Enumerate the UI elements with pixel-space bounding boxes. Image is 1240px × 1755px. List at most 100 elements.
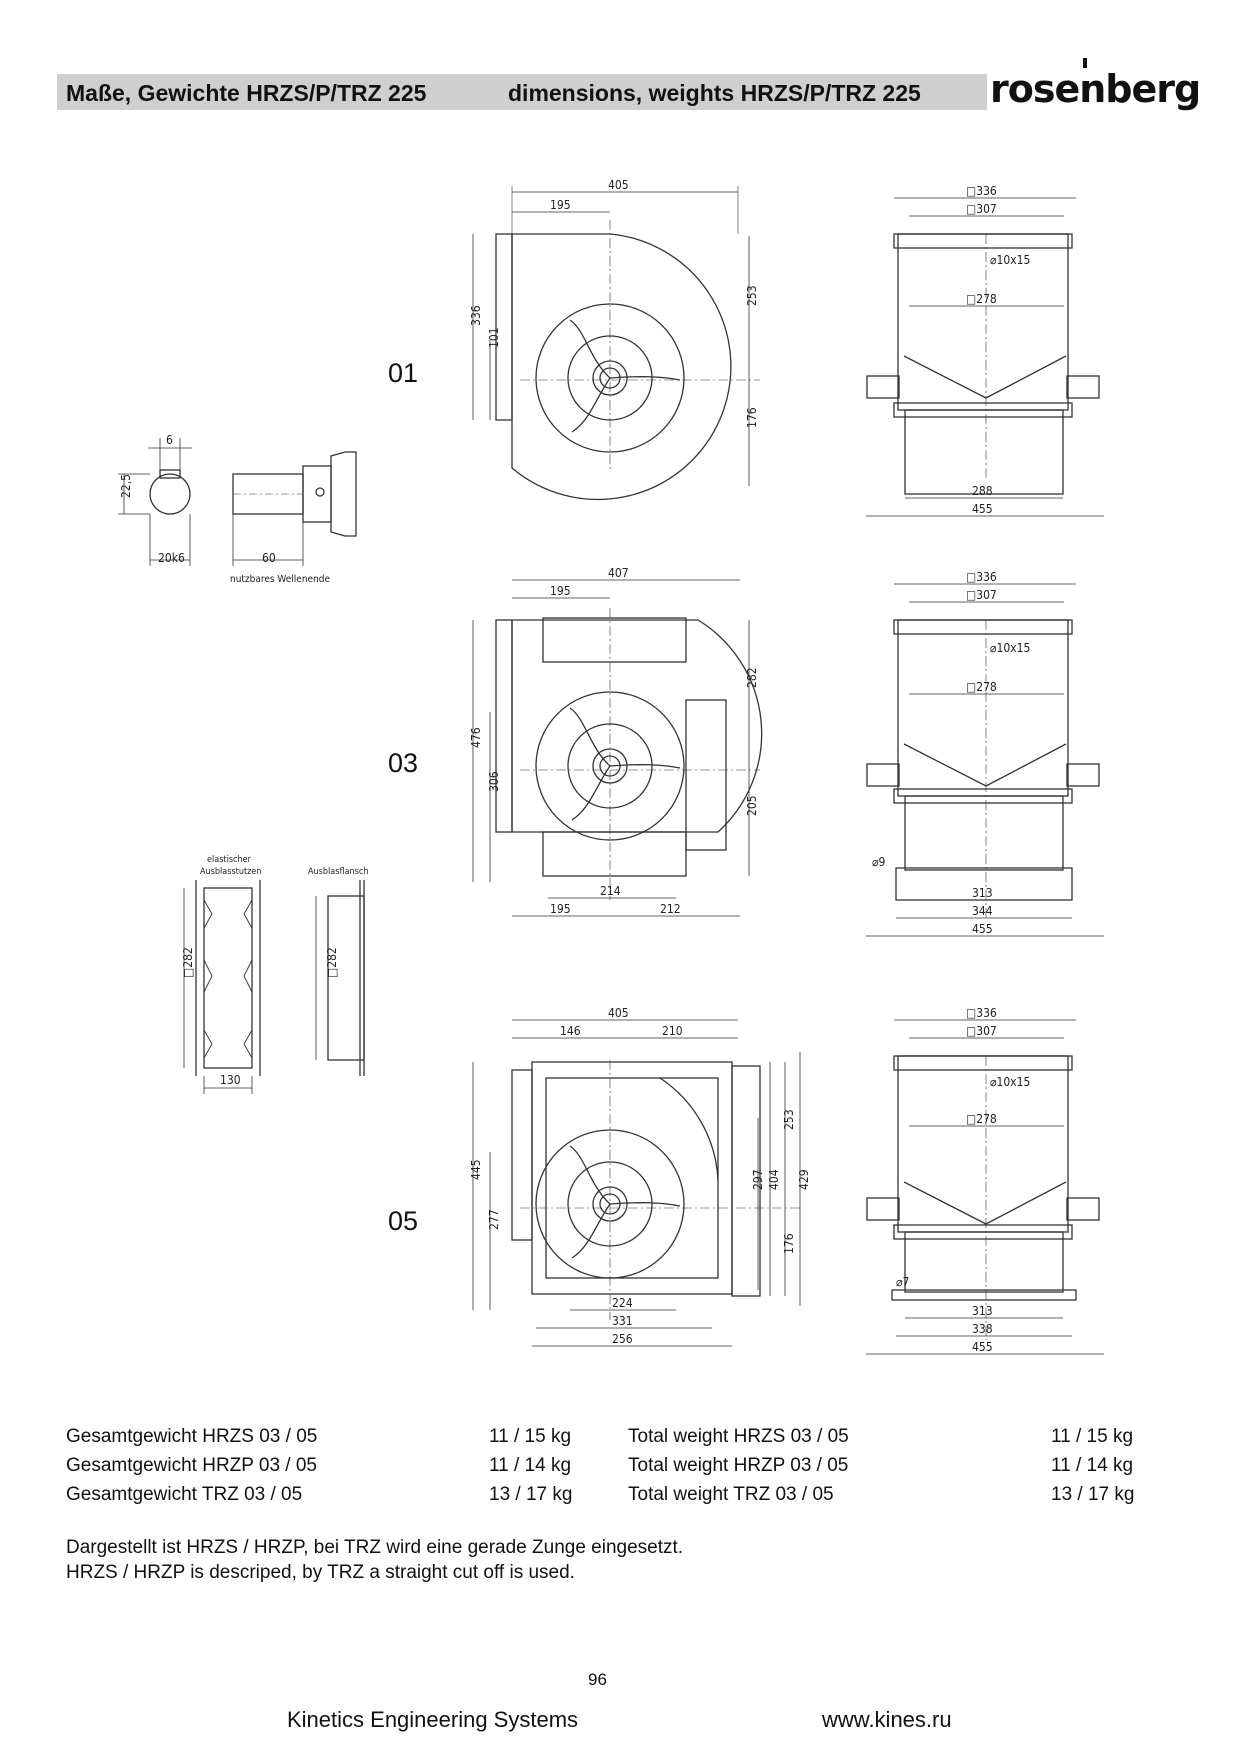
dim-label: 445 — [469, 1159, 483, 1180]
weight-value-de: 11 / 14 kg — [489, 1455, 572, 1476]
dim-label: 405 — [608, 178, 629, 192]
logo-accent — [1083, 58, 1087, 68]
dim-label: 476 — [469, 727, 483, 748]
variant-03-dimension-labels: 407 195 476 306 282 205 214 195 212 □336… — [469, 566, 1030, 936]
rosenberg-logo: rosenberg — [990, 67, 1201, 111]
weight-label-de: Gesamtgewicht HRZP 03 / 05 — [66, 1455, 317, 1476]
dim-label: 404 — [767, 1169, 781, 1190]
dim-label: 338 — [972, 1322, 993, 1336]
dim-label: □282 — [325, 947, 339, 978]
dim-label: 277 — [487, 1209, 501, 1230]
weight-label-en: Total weight HRZP 03 / 05 — [628, 1455, 849, 1476]
dim-label: 313 — [972, 886, 993, 900]
dim-label: 195 — [550, 584, 571, 598]
dim-label: 195 — [550, 198, 571, 212]
dim-label: 306 — [487, 771, 501, 792]
dim-label: 455 — [972, 502, 993, 516]
dim-label: 146 — [560, 1024, 581, 1038]
technical-drawing: 6 22,5 20k6 60 nutzbares Wellenende elas… — [118, 178, 1104, 1355]
dim-label: 455 — [972, 1340, 993, 1354]
dim-label: □278 — [966, 1112, 997, 1126]
variant-01-dimension-labels: 405 195 336 101 253 176 □336 □307 ⌀10x15… — [469, 178, 1030, 516]
dim-label: □336 — [966, 1006, 997, 1020]
dim-label: 253 — [745, 285, 759, 306]
outlet-labels: elastischer Ausblasstutzen Ausblasflansc… — [181, 855, 368, 1087]
dim-label: □278 — [966, 292, 997, 306]
variant-05-front-view — [472, 1019, 801, 1347]
dim-label: □307 — [966, 1024, 997, 1038]
dim-label: 253 — [782, 1109, 796, 1130]
dim-label: 336 — [469, 305, 483, 326]
header-title-de: Maße, Gewichte HRZS/P/TRZ 225 — [66, 80, 427, 106]
weight-label-de: Gesamtgewicht HRZS 03 / 05 — [66, 1426, 318, 1447]
variant-05-dimension-labels: 405 146 210 445 277 253 297 404 429 176 … — [469, 1006, 1030, 1354]
outlet-flange-drawing — [315, 880, 365, 1076]
dim-label: 176 — [782, 1233, 796, 1254]
variant-03-side-view — [866, 583, 1104, 937]
dim-label: 407 — [608, 566, 629, 580]
dim-label: Ausblasstutzen — [200, 867, 262, 877]
dim-label: 224 — [612, 1296, 633, 1310]
dim-label: 22,5 — [119, 474, 133, 498]
weight-value-en: 11 / 14 kg — [1051, 1455, 1134, 1476]
weight-value-en: 11 / 15 kg — [1051, 1426, 1134, 1447]
dim-label: 331 — [612, 1314, 633, 1328]
dim-label: 405 — [608, 1006, 629, 1020]
dim-label: 256 — [612, 1332, 633, 1346]
flexible-outlet-drawing — [183, 880, 261, 1094]
header-title-en: dimensions, weights HRZS/P/TRZ 225 — [508, 80, 921, 106]
variant-01-side-view — [866, 197, 1104, 517]
dim-label: 130 — [220, 1073, 241, 1087]
dim-label: 344 — [972, 904, 993, 918]
weight-value-de: 13 / 17 kg — [489, 1484, 573, 1505]
dim-label: 212 — [660, 902, 681, 916]
dim-label: nutzbares Wellenende — [230, 574, 330, 585]
weight-value-en: 13 / 17 kg — [1051, 1484, 1135, 1505]
variant-05-side-view — [866, 1019, 1104, 1355]
dim-label: 282 — [745, 667, 759, 688]
weight-label-de: Gesamtgewicht TRZ 03 / 05 — [66, 1484, 303, 1505]
dim-label: ⌀10x15 — [990, 1075, 1030, 1089]
footer-company: Kinetics Engineering Systems — [287, 1707, 579, 1732]
dim-label: 205 — [745, 795, 759, 816]
variant-label-05: 05 — [388, 1206, 419, 1236]
note-de: Dargestellt ist HRZS / HRZP, bei TRZ wir… — [66, 1537, 684, 1558]
dim-label: 60 — [262, 551, 276, 565]
weight-label-en: Total weight HRZS 03 / 05 — [628, 1426, 849, 1447]
footer-url: www.kines.ru — [822, 1707, 952, 1732]
dim-label: □278 — [966, 680, 997, 694]
weight-value-de: 11 / 15 kg — [489, 1426, 572, 1447]
dim-label: □307 — [966, 588, 997, 602]
shaft-end-drawing — [118, 438, 357, 566]
dim-label: Ausblasflansch — [308, 867, 368, 877]
variant-label-03: 03 — [388, 748, 419, 778]
dim-label: □282 — [181, 947, 195, 978]
dim-label: 6 — [166, 433, 173, 447]
dim-label: 455 — [972, 922, 993, 936]
variant-03-front-view — [472, 579, 763, 917]
dim-label: 195 — [550, 902, 571, 916]
dim-label: ⌀9 — [872, 855, 885, 869]
header-bar — [57, 74, 987, 110]
dim-label: ⌀7 — [896, 1275, 909, 1289]
dim-label: ⌀10x15 — [990, 253, 1030, 267]
dim-label: 101 — [487, 327, 501, 348]
page-number: 96 — [588, 1670, 607, 1689]
dim-label: □307 — [966, 202, 997, 216]
dim-label: 176 — [745, 407, 759, 428]
variant-01-front-view — [472, 186, 760, 501]
note-en: HRZS / HRZP is descriped, by TRZ a strai… — [66, 1562, 575, 1583]
dim-label: 214 — [600, 884, 621, 898]
dim-label: 429 — [797, 1169, 811, 1190]
dim-label: ⌀10x15 — [990, 641, 1030, 655]
shaft-dimension-labels: 6 22,5 20k6 60 nutzbares Wellenende — [119, 433, 330, 585]
dim-label: 288 — [972, 484, 993, 498]
weight-label-en: Total weight TRZ 03 / 05 — [628, 1484, 834, 1505]
dim-label: 297 — [751, 1169, 765, 1190]
dim-label: 20k6 — [158, 551, 185, 565]
dim-label: □336 — [966, 570, 997, 584]
dim-label: 210 — [662, 1024, 683, 1038]
dim-label: elastischer — [207, 855, 252, 865]
dim-label: 313 — [972, 1304, 993, 1318]
variant-label-01: 01 — [388, 358, 419, 388]
